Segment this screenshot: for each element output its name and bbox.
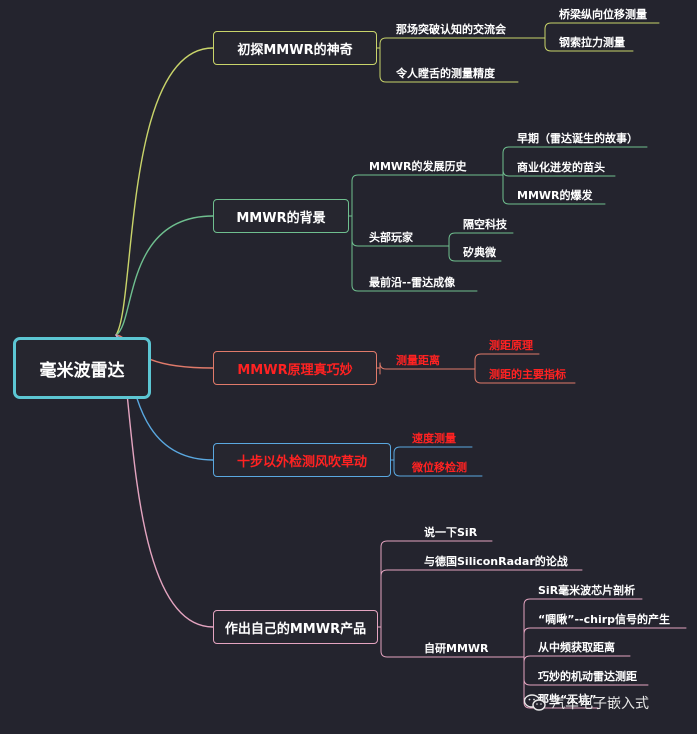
watermark: 汽车电子嵌入式 — [524, 693, 649, 713]
sub-connector — [379, 37, 525, 45]
leaf-topic[interactable]: 从中频获取距离 — [538, 641, 615, 654]
sub-connector — [351, 174, 488, 182]
leaf-connector — [523, 627, 687, 635]
leaf-connector — [474, 353, 540, 361]
branch-label: 初探MMWR的神奇 — [237, 42, 353, 58]
leaf-connector — [502, 169, 616, 177]
branch-connector — [115, 47, 214, 336]
sub-connector — [380, 569, 583, 577]
leaf-topic[interactable]: “啁啾”--chirp信号的产生 — [538, 613, 671, 626]
sub-topic[interactable]: 速度测量 — [412, 432, 456, 445]
leaf-topic[interactable]: 矽典微 — [463, 246, 496, 259]
wechat-icon — [524, 694, 546, 711]
sub-connector — [380, 540, 493, 548]
leaf-topic[interactable]: 那些“天坑” — [538, 693, 597, 706]
leaf-connector — [544, 44, 634, 52]
sub-connector — [379, 362, 463, 370]
leaf-topic[interactable]: 钢索拉力测量 — [559, 36, 625, 49]
sub-topic[interactable]: 测量距离 — [396, 354, 440, 367]
leaf-connector — [448, 254, 502, 262]
branch-node[interactable]: MMWR的背景 — [213, 199, 349, 233]
leaf-topic[interactable]: MMWR的爆发 — [517, 189, 593, 202]
sub-topic[interactable]: 那场突破认知的交流会 — [396, 23, 506, 36]
sub-topic[interactable]: 令人瞠舌的测量精度 — [396, 67, 495, 80]
sub-connector — [379, 75, 519, 83]
leaf-connector — [523, 598, 643, 606]
sub-topic[interactable]: 头部玩家 — [369, 231, 413, 244]
sub-connector — [351, 284, 478, 292]
leaf-topic[interactable]: 商业化迸发的苗头 — [517, 161, 605, 174]
branch-connector — [115, 215, 214, 336]
leaf-connector — [502, 197, 606, 205]
leaf-connector — [523, 701, 599, 709]
leaf-topic[interactable]: 隔空科技 — [463, 218, 507, 231]
sub-connector — [393, 446, 473, 454]
branch-label: MMWR的背景 — [236, 210, 326, 226]
root-label: 毫米波雷达 — [39, 360, 125, 381]
sub-topic[interactable]: 最前沿--雷达成像 — [369, 276, 456, 289]
sub-topic[interactable]: 说一下SiR — [424, 526, 478, 539]
leaf-connector — [523, 678, 649, 686]
branch-node[interactable]: 初探MMWR的神奇 — [213, 31, 377, 65]
root-node[interactable]: 毫米波雷达 — [13, 337, 151, 399]
leaf-connector — [502, 146, 648, 154]
sub-connector — [393, 469, 483, 477]
sub-connector — [380, 650, 503, 658]
sub-connector — [351, 239, 444, 247]
leaf-topic[interactable]: 桥梁纵向位移测量 — [559, 8, 647, 21]
leaf-connector — [448, 232, 514, 240]
watermark-text: 汽车电子嵌入式 — [551, 696, 649, 712]
leaf-topic[interactable]: 测距的主要指标 — [489, 368, 566, 381]
sub-topic[interactable]: MMWR的发展历史 — [369, 160, 467, 173]
sub-topic[interactable]: 自研MMWR — [424, 642, 489, 655]
branch-label: 作出自己的MMWR产品 — [224, 621, 367, 637]
branch-node[interactable]: 作出自己的MMWR产品 — [213, 610, 378, 644]
leaf-topic[interactable]: SiR毫米波芯片剖析 — [538, 584, 636, 597]
sub-topic[interactable]: 与德国SiliconRadar的论战 — [424, 555, 568, 568]
leaf-topic[interactable]: 测距原理 — [489, 339, 533, 352]
branch-node[interactable]: MMWR原理真巧妙 — [213, 351, 377, 385]
branch-label: MMWR原理真巧妙 — [237, 362, 353, 378]
branch-label: 十步以外检测风吹草动 — [236, 454, 367, 470]
leaf-connector — [544, 22, 660, 30]
leaf-topic[interactable]: 巧妙的机动雷达测距 — [538, 670, 637, 683]
branch-node[interactable]: 十步以外检测风吹草动 — [213, 443, 391, 477]
leaf-connector — [523, 655, 631, 663]
leaf-topic[interactable]: 早期（雷达诞生的故事） — [517, 132, 638, 145]
sub-topic[interactable]: 微位移检测 — [412, 461, 467, 474]
leaf-connector — [474, 376, 576, 384]
